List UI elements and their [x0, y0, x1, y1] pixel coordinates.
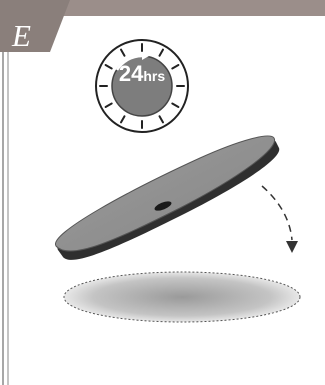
header-band-tab — [0, 0, 70, 52]
step-letter: E — [12, 20, 31, 51]
timer-value: 24 — [119, 61, 143, 86]
curved-arrow-icon — [262, 186, 298, 253]
disc-shadow — [64, 272, 300, 322]
table-disc — [55, 136, 279, 260]
timer-unit: hrs — [143, 68, 165, 84]
timer-label: 24hrs — [104, 63, 180, 85]
clock-icon — [96, 40, 188, 132]
